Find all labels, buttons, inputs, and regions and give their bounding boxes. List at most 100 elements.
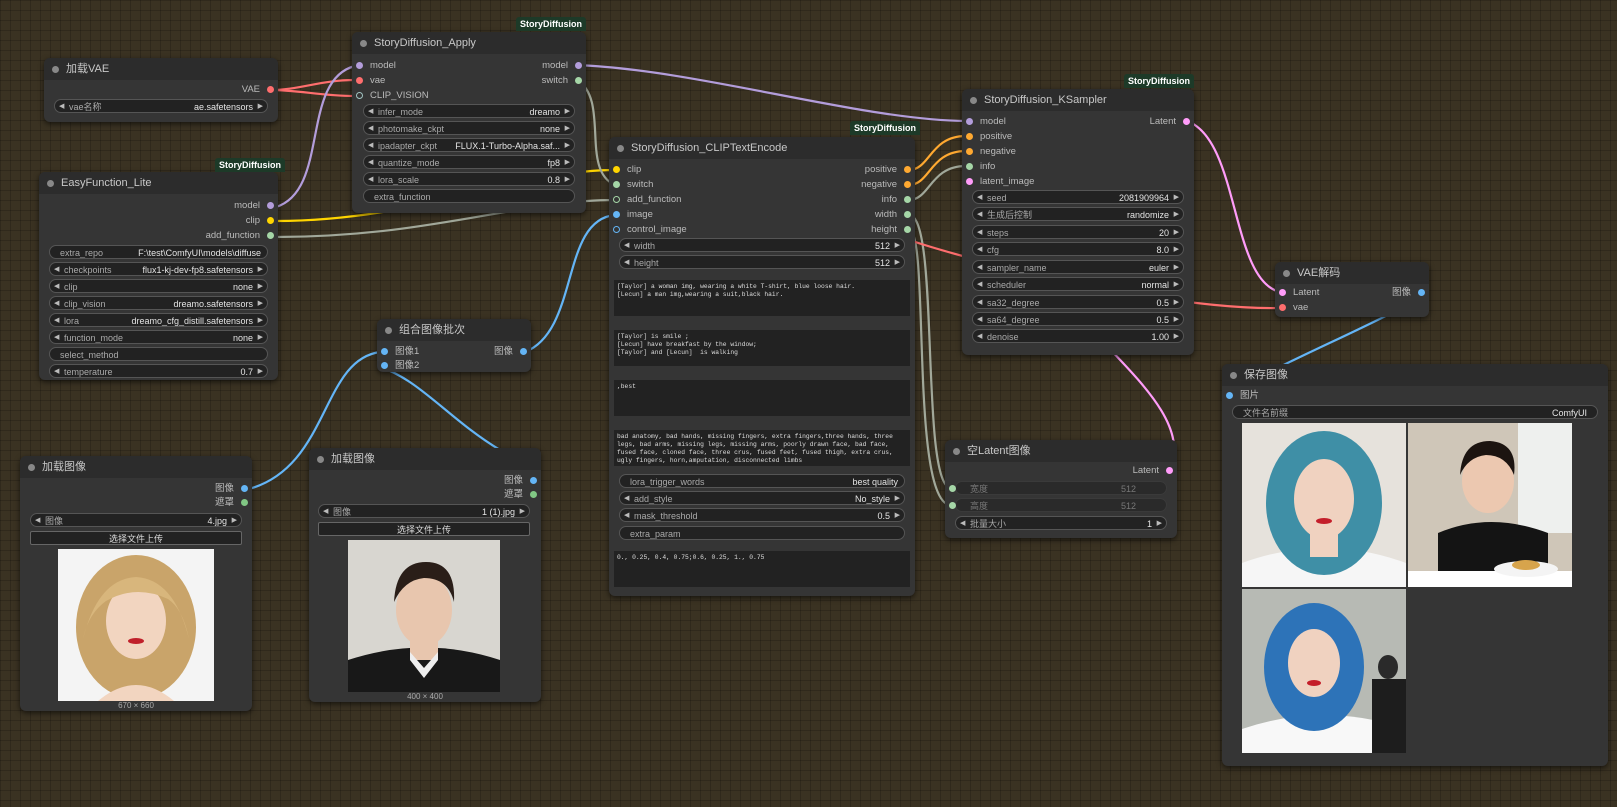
image-pin-icon[interactable] [613, 211, 620, 218]
conditioning-pin-icon[interactable] [904, 166, 911, 173]
arrow-right-icon[interactable]: ▶ [564, 176, 570, 183]
easyfunction-node[interactable]: EasyFunction_Lite model clip add_functio… [39, 172, 278, 380]
style-prompt-textarea[interactable]: ,best [614, 380, 910, 416]
arrow-left-icon[interactable]: ◀ [977, 211, 983, 218]
clip-text-encode-node[interactable]: StoryDiffusion_CLIPTextEncode clip switc… [609, 137, 915, 596]
clip-pin-icon[interactable] [613, 166, 620, 173]
vae-pin-icon[interactable] [356, 77, 363, 84]
arrow-left-icon[interactable]: ◀ [54, 266, 60, 273]
arrow-right-icon[interactable]: ▶ [894, 259, 900, 266]
input-images[interactable]: 图片 [1226, 389, 1259, 403]
output-info[interactable]: info [882, 193, 911, 207]
negative-prompt-textarea[interactable]: bad anatomy, bad hands, missing fingers,… [614, 430, 910, 466]
conditioning-pin-icon[interactable] [966, 148, 973, 155]
arrow-left-icon[interactable]: ◀ [368, 176, 374, 183]
info-pin-icon[interactable] [966, 163, 973, 170]
scene-prompt-textarea[interactable]: [Taylor] is smile ; [Lecun] have breakfa… [614, 330, 910, 366]
latent-pin-icon[interactable] [966, 178, 973, 185]
output-image-1[interactable] [1242, 423, 1406, 587]
input-clip[interactable]: clip [613, 163, 641, 177]
input-info[interactable]: info [966, 160, 995, 174]
arrow-right-icon[interactable]: ▶ [257, 317, 263, 324]
output-negative[interactable]: negative [861, 178, 911, 192]
conditioning-pin-icon[interactable] [904, 181, 911, 188]
output-image-2[interactable] [1408, 423, 1572, 587]
arrow-left-icon[interactable]: ◀ [977, 194, 983, 201]
image-pin-icon[interactable] [1226, 392, 1233, 399]
arrow-left-icon[interactable]: ◀ [977, 299, 983, 306]
arrow-left-icon[interactable]: ◀ [960, 520, 966, 527]
input-latent-image[interactable]: latent_image [966, 175, 1034, 189]
storydiffusion-apply-node[interactable]: StoryDiffusion_Apply model vae CLIP_VISI… [352, 32, 586, 213]
arrow-left-icon[interactable]: ◀ [368, 108, 374, 115]
arrow-left-icon[interactable]: ◀ [54, 300, 60, 307]
arrow-left-icon[interactable]: ◀ [368, 125, 374, 132]
output-image-3[interactable] [1242, 589, 1406, 753]
arrow-right-icon[interactable]: ▶ [257, 103, 263, 110]
width-input-pin-icon[interactable] [949, 485, 956, 492]
model-pin-icon[interactable] [356, 62, 363, 69]
arrow-right-icon[interactable]: ▶ [257, 334, 263, 341]
image-batch-node[interactable]: 组合图像批次 图像1 图像2 图像 [377, 319, 531, 372]
arrow-left-icon[interactable]: ◀ [323, 508, 329, 515]
conditioning-pin-icon[interactable] [966, 133, 973, 140]
arrow-left-icon[interactable]: ◀ [54, 283, 60, 290]
collapse-dot-icon[interactable] [47, 180, 54, 187]
ksampler-node[interactable]: StoryDiffusion_KSampler model positive n… [962, 89, 1194, 355]
latent-pin-icon[interactable] [1183, 118, 1190, 125]
image-pin-icon[interactable] [613, 226, 620, 233]
collapse-dot-icon[interactable] [385, 327, 392, 334]
image-pin-icon[interactable] [530, 477, 537, 484]
mask-pin-icon[interactable] [241, 499, 248, 506]
output-model[interactable]: model [234, 199, 274, 213]
arrow-right-icon[interactable]: ▶ [564, 159, 570, 166]
input-image2[interactable]: 图像2 [381, 359, 419, 373]
model-pin-icon[interactable] [966, 118, 973, 125]
output-image[interactable]: 图像 [494, 345, 527, 359]
input-add-function[interactable]: add_function [613, 193, 681, 207]
int-pin-icon[interactable] [904, 226, 911, 233]
model-pin-icon[interactable] [267, 202, 274, 209]
clip-pin-icon[interactable] [267, 217, 274, 224]
output-latent[interactable]: Latent [1150, 115, 1190, 129]
arrow-left-icon[interactable]: ◀ [54, 368, 60, 375]
output-mask[interactable]: 遮罩 [504, 488, 537, 502]
image-pin-icon[interactable] [1418, 289, 1425, 296]
switch-pin-icon[interactable] [575, 77, 582, 84]
arrow-right-icon[interactable]: ▶ [894, 242, 900, 249]
input-switch[interactable]: switch [613, 178, 653, 192]
output-image[interactable]: 图像 [504, 474, 537, 488]
image-pin-icon[interactable] [520, 348, 527, 355]
collapse-dot-icon[interactable] [953, 448, 960, 455]
image-pin-icon[interactable] [381, 362, 388, 369]
upload-button[interactable]: 选择文件上传 [318, 522, 530, 536]
latent-pin-icon[interactable] [1279, 289, 1286, 296]
arrow-left-icon[interactable]: ◀ [35, 517, 41, 524]
input-vae[interactable]: vae [356, 74, 385, 88]
mask-pin-icon[interactable] [530, 491, 537, 498]
output-latent[interactable]: Latent [1133, 464, 1173, 478]
arrow-left-icon[interactable]: ◀ [977, 246, 983, 253]
input-model[interactable]: model [966, 115, 1006, 129]
arrow-left-icon[interactable]: ◀ [624, 495, 630, 502]
vae-decode-node[interactable]: VAE解码 Latent vae 图像 [1275, 262, 1429, 317]
arrow-right-icon[interactable]: ▶ [894, 512, 900, 519]
